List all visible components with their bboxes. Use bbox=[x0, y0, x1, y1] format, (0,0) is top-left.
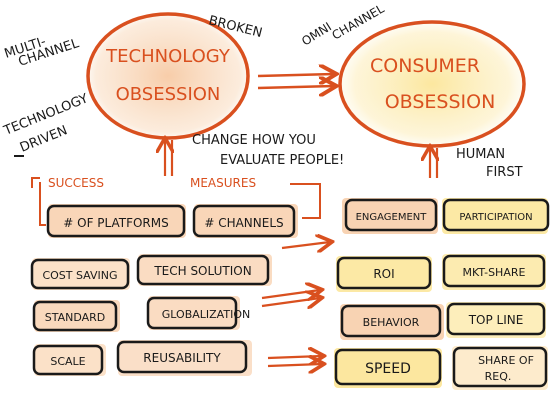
box-outline bbox=[340, 304, 442, 338]
share-of-label: SHARE OF bbox=[478, 354, 534, 367]
box-outline bbox=[336, 256, 432, 290]
box-wash bbox=[442, 198, 548, 234]
arrow-right-icon bbox=[257, 74, 334, 76]
cost-saving-label: COST SAVING bbox=[42, 269, 117, 282]
first-note: FIRST bbox=[486, 165, 523, 180]
box-wash bbox=[32, 258, 130, 290]
req-label: REQ. bbox=[485, 370, 512, 383]
box-outline bbox=[442, 198, 550, 232]
box-speed: SPEED bbox=[334, 348, 442, 388]
engagement-label: ENGAGEMENT bbox=[356, 212, 428, 223]
platforms-label: # OF PLATFORMS bbox=[63, 216, 169, 230]
box-share-of-req: SHARE OF REQ. bbox=[452, 346, 548, 390]
tech-bubble-line2: OBSESSION bbox=[116, 84, 221, 105]
arrow-right-icon bbox=[281, 242, 330, 248]
arrow-right-icon bbox=[261, 298, 320, 306]
box-standard: STANDARD bbox=[32, 300, 120, 332]
arrow-right-icon bbox=[267, 356, 322, 358]
box-wash bbox=[342, 198, 438, 234]
box-outline bbox=[32, 344, 104, 376]
measures-label: MEASURES bbox=[190, 176, 256, 190]
left-measures: # OF PLATFORMS # CHANNELS COST SAVING TE… bbox=[30, 204, 298, 376]
box-outline bbox=[146, 296, 238, 330]
right-measures: ENGAGEMENT PARTICIPATION ROI MKT-SHARE B… bbox=[334, 198, 550, 390]
change-note-line2: EVALUATE PEOPLE! bbox=[220, 153, 344, 168]
box-outline bbox=[334, 348, 442, 386]
behavior-label: BEHAVIOR bbox=[363, 316, 420, 329]
box-wash bbox=[194, 204, 298, 238]
arrow-right-icon bbox=[261, 290, 320, 298]
box-wash bbox=[34, 344, 106, 376]
scale-label: SCALE bbox=[50, 355, 85, 368]
box-outline bbox=[452, 346, 548, 388]
measures-bracket bbox=[290, 183, 321, 219]
tech-bubble-wash bbox=[88, 14, 248, 138]
box-outline bbox=[46, 204, 186, 238]
consumer-bubble-line1: CONSUMER bbox=[370, 55, 480, 77]
tech-bubble-line1: TECHNOLOGY bbox=[105, 46, 231, 67]
box-wash bbox=[340, 304, 444, 340]
box-outline bbox=[344, 198, 438, 232]
success-bracket bbox=[31, 177, 40, 188]
box-reusability: REUSABILITY bbox=[116, 340, 252, 376]
left-bracket bbox=[39, 182, 46, 226]
top-line-label: TOP LINE bbox=[468, 313, 524, 327]
mkt-share-label: MKT-SHARE bbox=[463, 266, 526, 279]
box-outline bbox=[136, 254, 270, 286]
box-outline bbox=[442, 254, 546, 288]
box-outline bbox=[32, 300, 118, 332]
box-wash bbox=[34, 300, 120, 332]
arrow-right-icon bbox=[267, 364, 322, 366]
box-wash bbox=[138, 254, 272, 286]
box-top-line: TOP LINE bbox=[446, 302, 546, 338]
consumer-obsession-bubble: CONSUMER OBSESSION bbox=[338, 20, 526, 148]
box-mkt-share: MKT-SHARE bbox=[442, 254, 546, 290]
box-wash bbox=[48, 204, 186, 238]
box-platforms: # OF PLATFORMS bbox=[46, 204, 186, 238]
omni-note: OMNI bbox=[299, 20, 334, 49]
box-wash bbox=[334, 348, 442, 388]
consumer-bubble-line2: OBSESSION bbox=[385, 91, 496, 113]
box-wash bbox=[446, 302, 546, 338]
arrow-right-icon bbox=[257, 86, 334, 88]
box-channels: # CHANNELS bbox=[192, 204, 298, 238]
channels-label: # CHANNELS bbox=[204, 216, 283, 230]
box-wash bbox=[118, 340, 252, 376]
tech-solution-label: TECH SOLUTION bbox=[153, 264, 251, 278]
box-outline bbox=[116, 340, 248, 374]
change-note-line1: CHANGE HOW YOU bbox=[192, 133, 316, 148]
success-measures-group: SUCCESS MEASURES bbox=[31, 176, 321, 226]
human-note: HUMAN bbox=[456, 147, 505, 162]
box-wash bbox=[148, 296, 240, 330]
roi-label: ROI bbox=[373, 267, 394, 281]
speed-label: SPEED bbox=[365, 361, 411, 377]
success-label: SUCCESS bbox=[48, 176, 104, 190]
box-wash bbox=[442, 254, 546, 290]
box-outline bbox=[30, 258, 130, 290]
box-behavior: BEHAVIOR bbox=[340, 304, 444, 340]
participation-label: PARTICIPATION bbox=[459, 212, 532, 223]
reusability-label: REUSABILITY bbox=[143, 351, 221, 365]
box-outline bbox=[192, 204, 296, 238]
standard-label: STANDARD bbox=[45, 311, 106, 324]
box-roi: ROI bbox=[336, 256, 432, 292]
box-globalization: GLOBALIZATION bbox=[146, 296, 250, 330]
box-wash bbox=[336, 256, 432, 292]
upward-arrows bbox=[165, 140, 437, 178]
technology-obsession-bubble: TECHNOLOGY OBSESSION bbox=[86, 12, 250, 140]
box-engagement: ENGAGEMENT bbox=[342, 198, 438, 234]
box-cost-saving: COST SAVING bbox=[30, 258, 130, 290]
box-wash bbox=[452, 346, 548, 390]
box-outline bbox=[446, 302, 546, 336]
globalization-label: GLOBALIZATION bbox=[162, 308, 250, 321]
consumer-bubble-wash bbox=[340, 22, 524, 146]
box-participation: PARTICIPATION bbox=[442, 198, 550, 234]
box-scale: SCALE bbox=[32, 344, 106, 376]
left-notes: MULTI- CHANNEL TECHNOLOGY DRIVEN bbox=[1, 34, 90, 157]
bubble-arrows bbox=[257, 74, 334, 88]
box-tech-solution: TECH SOLUTION bbox=[136, 254, 272, 286]
middle-arrows bbox=[261, 242, 330, 366]
